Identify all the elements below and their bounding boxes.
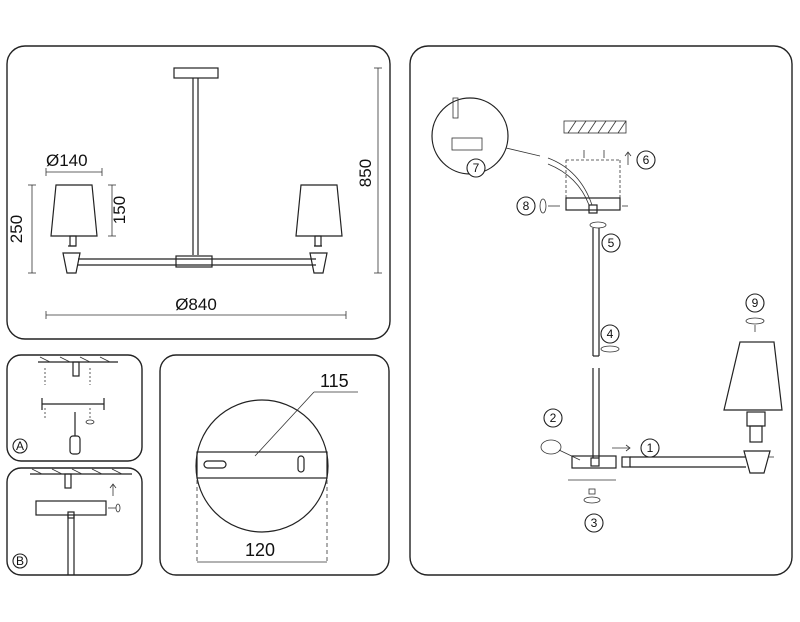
total-width-label: Ø840 <box>175 295 217 314</box>
assembly-panel <box>409 45 793 576</box>
step-marker-2 <box>543 408 563 428</box>
assembly-drawing <box>431 97 783 504</box>
step-number-8: 8 <box>523 199 530 213</box>
step-marker-5 <box>601 233 621 253</box>
plate-detail-panel <box>159 354 390 576</box>
step-marker-3 <box>584 513 604 533</box>
step-marker-4 <box>600 324 620 344</box>
step-marker-7 <box>466 158 486 178</box>
step-marker-8 <box>516 196 536 216</box>
mount-b-label: B <box>16 554 24 568</box>
step-number-1: 1 <box>647 441 654 455</box>
step-number-4: 4 <box>607 327 614 341</box>
mount-b-marker <box>12 553 28 569</box>
step-number-3: 3 <box>591 516 598 530</box>
step-number-5: 5 <box>608 236 615 250</box>
chandelier-drawing <box>50 67 343 274</box>
plate-detail-drawing <box>195 391 358 563</box>
mount-a-drawing <box>38 356 118 455</box>
step-marker-9 <box>745 293 765 313</box>
mount-a-label: A <box>16 439 24 453</box>
step-marker-1 <box>640 438 660 458</box>
step-number-7: 7 <box>473 161 480 175</box>
hole-spacing-label: 120 <box>245 540 275 560</box>
mount-panel-a <box>6 354 143 462</box>
mount-b-drawing <box>30 468 132 575</box>
shade-height-label: 150 <box>110 196 129 224</box>
step-number-2: 2 <box>550 411 557 425</box>
step-marker-6 <box>636 150 656 170</box>
step-number-6: 6 <box>643 153 650 167</box>
step-number-9: 9 <box>752 296 759 310</box>
dimension-lines <box>28 67 382 319</box>
arm-height-label: 250 <box>7 215 26 243</box>
step-markers: 1 2 3 4 5 6 7 8 9 <box>466 150 765 533</box>
plate-width-label: 115 <box>320 371 349 391</box>
total-height-label: 850 <box>356 159 375 187</box>
mount-a-marker <box>12 438 28 454</box>
shade-diameter-label: Ø140 <box>46 151 88 170</box>
